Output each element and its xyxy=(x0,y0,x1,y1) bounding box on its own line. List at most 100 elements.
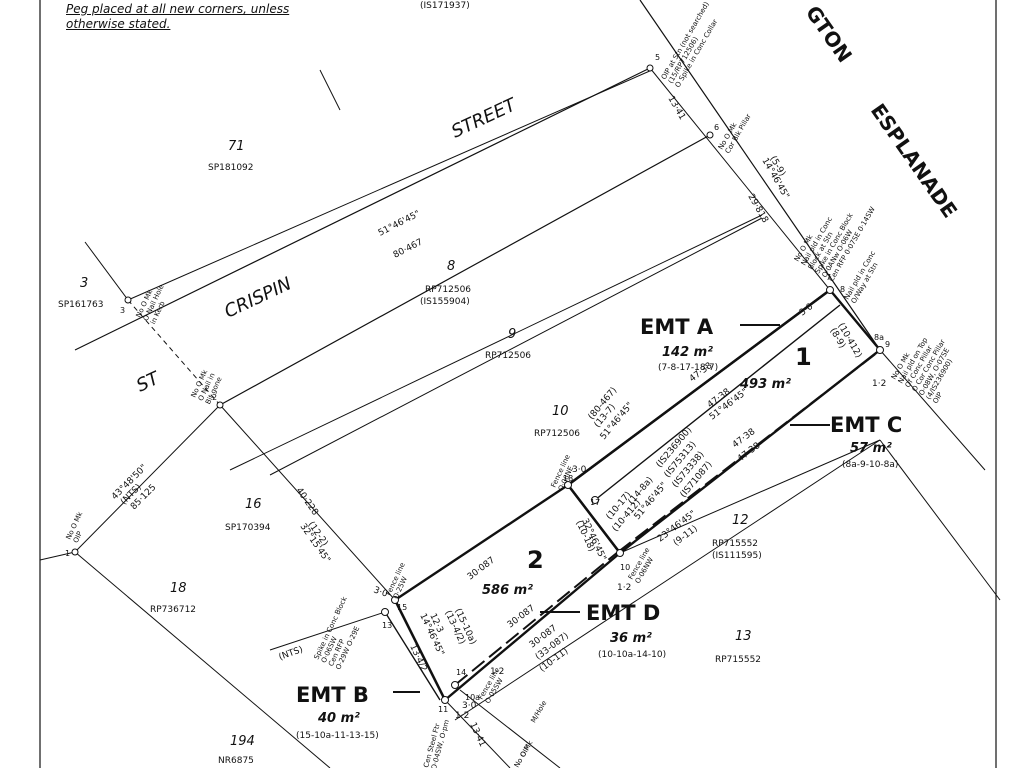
plan-note-line-1: Peg placed at all new corners, unless xyxy=(66,2,290,16)
mark-20-c: M/Hole xyxy=(529,699,548,724)
peg-13 xyxy=(381,608,389,616)
plan-note: Peg placed at all new corners, unless ot… xyxy=(66,2,289,32)
lot-71-plan: SP181092 xyxy=(208,163,254,173)
lot18-south xyxy=(74,551,331,768)
dim-distance-43: 13·41 xyxy=(467,721,487,749)
lot-13-plan: RP715552 xyxy=(715,655,761,665)
emt-a-area: 142 m² xyxy=(662,345,713,360)
dim-small-44: 1·2 xyxy=(872,379,886,389)
nts-line xyxy=(269,611,386,651)
crispin-street-north xyxy=(74,67,651,351)
lot9-boundary xyxy=(229,214,763,471)
peg-14 xyxy=(451,681,459,689)
lot-8-plan: RP712506 xyxy=(425,285,471,295)
emt-c-dashed xyxy=(617,351,879,553)
lot-18-number: 18 xyxy=(170,581,187,596)
emt-d-dashed xyxy=(454,551,619,686)
emt-c-area: 57 m² xyxy=(850,441,892,456)
plan-note-line-2: otherwise stated. xyxy=(66,17,171,31)
lot-16-plan: SP170394 xyxy=(225,523,271,533)
lot-194-number: 194 xyxy=(230,734,255,749)
dim-small-45: 1·2 xyxy=(617,583,631,593)
station-17: 17 xyxy=(590,498,600,507)
station-5: 5 xyxy=(655,53,660,62)
station-11: 11 xyxy=(438,705,448,714)
lot8-boundary xyxy=(219,134,711,406)
lot18-west xyxy=(39,551,76,561)
station-9: 9 xyxy=(885,340,890,349)
emt-b-area: 40 m² xyxy=(317,711,360,726)
dim-bearing-1: 51°46'45" xyxy=(377,209,422,239)
peg-2 xyxy=(216,401,224,409)
lot-12-plan-alt: (IS111595) xyxy=(712,551,762,561)
dim-distance-40: 3·0 xyxy=(372,585,389,599)
station-10a: 10a xyxy=(465,693,480,702)
road-name-esplanade-b: ESPLANADE xyxy=(866,99,962,222)
dim-distance-5: 40·228 xyxy=(294,486,320,518)
emt-b-label: EMT B xyxy=(296,683,369,707)
top-reference: (IS171937) xyxy=(420,1,470,11)
lot-12-plan: RP715552 xyxy=(712,539,758,549)
lot-16-number: 16 xyxy=(245,497,262,512)
lot12-north xyxy=(619,439,881,554)
lot-12-number: 12 xyxy=(732,513,749,528)
lot-71-number: 71 xyxy=(228,139,245,154)
emt-d-area: 36 m² xyxy=(610,631,652,646)
peg-11 xyxy=(441,696,449,704)
station-14: 14 xyxy=(456,668,466,677)
road-name-crispin-c: ST xyxy=(133,367,164,396)
road-name-crispin-b: CRISPIN xyxy=(221,273,295,322)
station-pegs xyxy=(71,64,884,704)
emt-d-ref: (10-10a-14-10) xyxy=(598,650,666,660)
dim-small-47: 1·2 xyxy=(455,711,469,721)
lot-3-plan: SP161763 xyxy=(58,300,104,310)
lot-13-number: 13 xyxy=(735,629,752,644)
lot16-east xyxy=(219,404,396,601)
lot-2-number: 2 xyxy=(527,546,544,574)
emt-a-inner xyxy=(594,304,841,501)
lot-8-plan-alt: (IS155904) xyxy=(420,297,470,307)
lot12-east xyxy=(879,439,1001,601)
lot13-north xyxy=(454,439,881,721)
station-15: 15 xyxy=(397,603,407,612)
lot-1-number: 1 xyxy=(795,343,812,371)
emt-a-line xyxy=(567,289,831,486)
dim-small-46: 1·2 xyxy=(490,667,504,677)
crispin-street-south-a xyxy=(127,69,653,301)
dim-distance-30: 30·087 xyxy=(466,555,497,582)
dim-distance-1: 80·467 xyxy=(392,237,425,260)
dim-distance-42: 3·0 xyxy=(462,701,477,711)
peg-6 xyxy=(706,131,714,139)
dim-distance-3: 13·41 xyxy=(665,95,687,122)
peg-5 xyxy=(646,64,654,72)
lot-2-area: 586 m² xyxy=(482,583,533,598)
station-numbers: 1 2 3 5 6 7 8 8a 9 10 10a 11 13 14 15 17… xyxy=(65,53,890,714)
station-3: 3 xyxy=(120,306,125,315)
station-8: 8 xyxy=(840,285,845,294)
lot-10-plan: RP712506 xyxy=(534,429,580,439)
lot3-side xyxy=(84,241,129,301)
esplanade-boundary xyxy=(639,0,881,351)
station-2: 2 xyxy=(212,393,217,402)
emt-b-ref: (15-10a-11-13-15) xyxy=(296,731,379,741)
road-name-crispin-a: STREET xyxy=(448,94,521,143)
station-7: 7 xyxy=(826,273,831,282)
lot16-west xyxy=(74,404,221,553)
lot-194-plan: NR6875 xyxy=(218,756,254,766)
survey-mark-notes: No O Mk OIP No O Mk O Nail in Bit gone N… xyxy=(65,0,955,768)
dim-distance-41: 3·0 xyxy=(572,465,587,475)
lot9-boundary-b xyxy=(269,217,763,476)
road-name-esplanade-a: GTON xyxy=(801,1,857,67)
peg-1 xyxy=(71,548,79,556)
lot-3-number: 3 xyxy=(80,276,88,291)
lot-8-number: 8 xyxy=(447,259,455,274)
station-line-5-8 xyxy=(649,67,831,291)
peg-17 xyxy=(591,496,599,504)
emt-b-inner xyxy=(384,611,441,701)
peg-8 xyxy=(826,286,834,294)
station-13: 13 xyxy=(382,621,392,630)
lot-1-area: 493 m² xyxy=(739,377,791,392)
station-1: 1 xyxy=(65,549,70,558)
